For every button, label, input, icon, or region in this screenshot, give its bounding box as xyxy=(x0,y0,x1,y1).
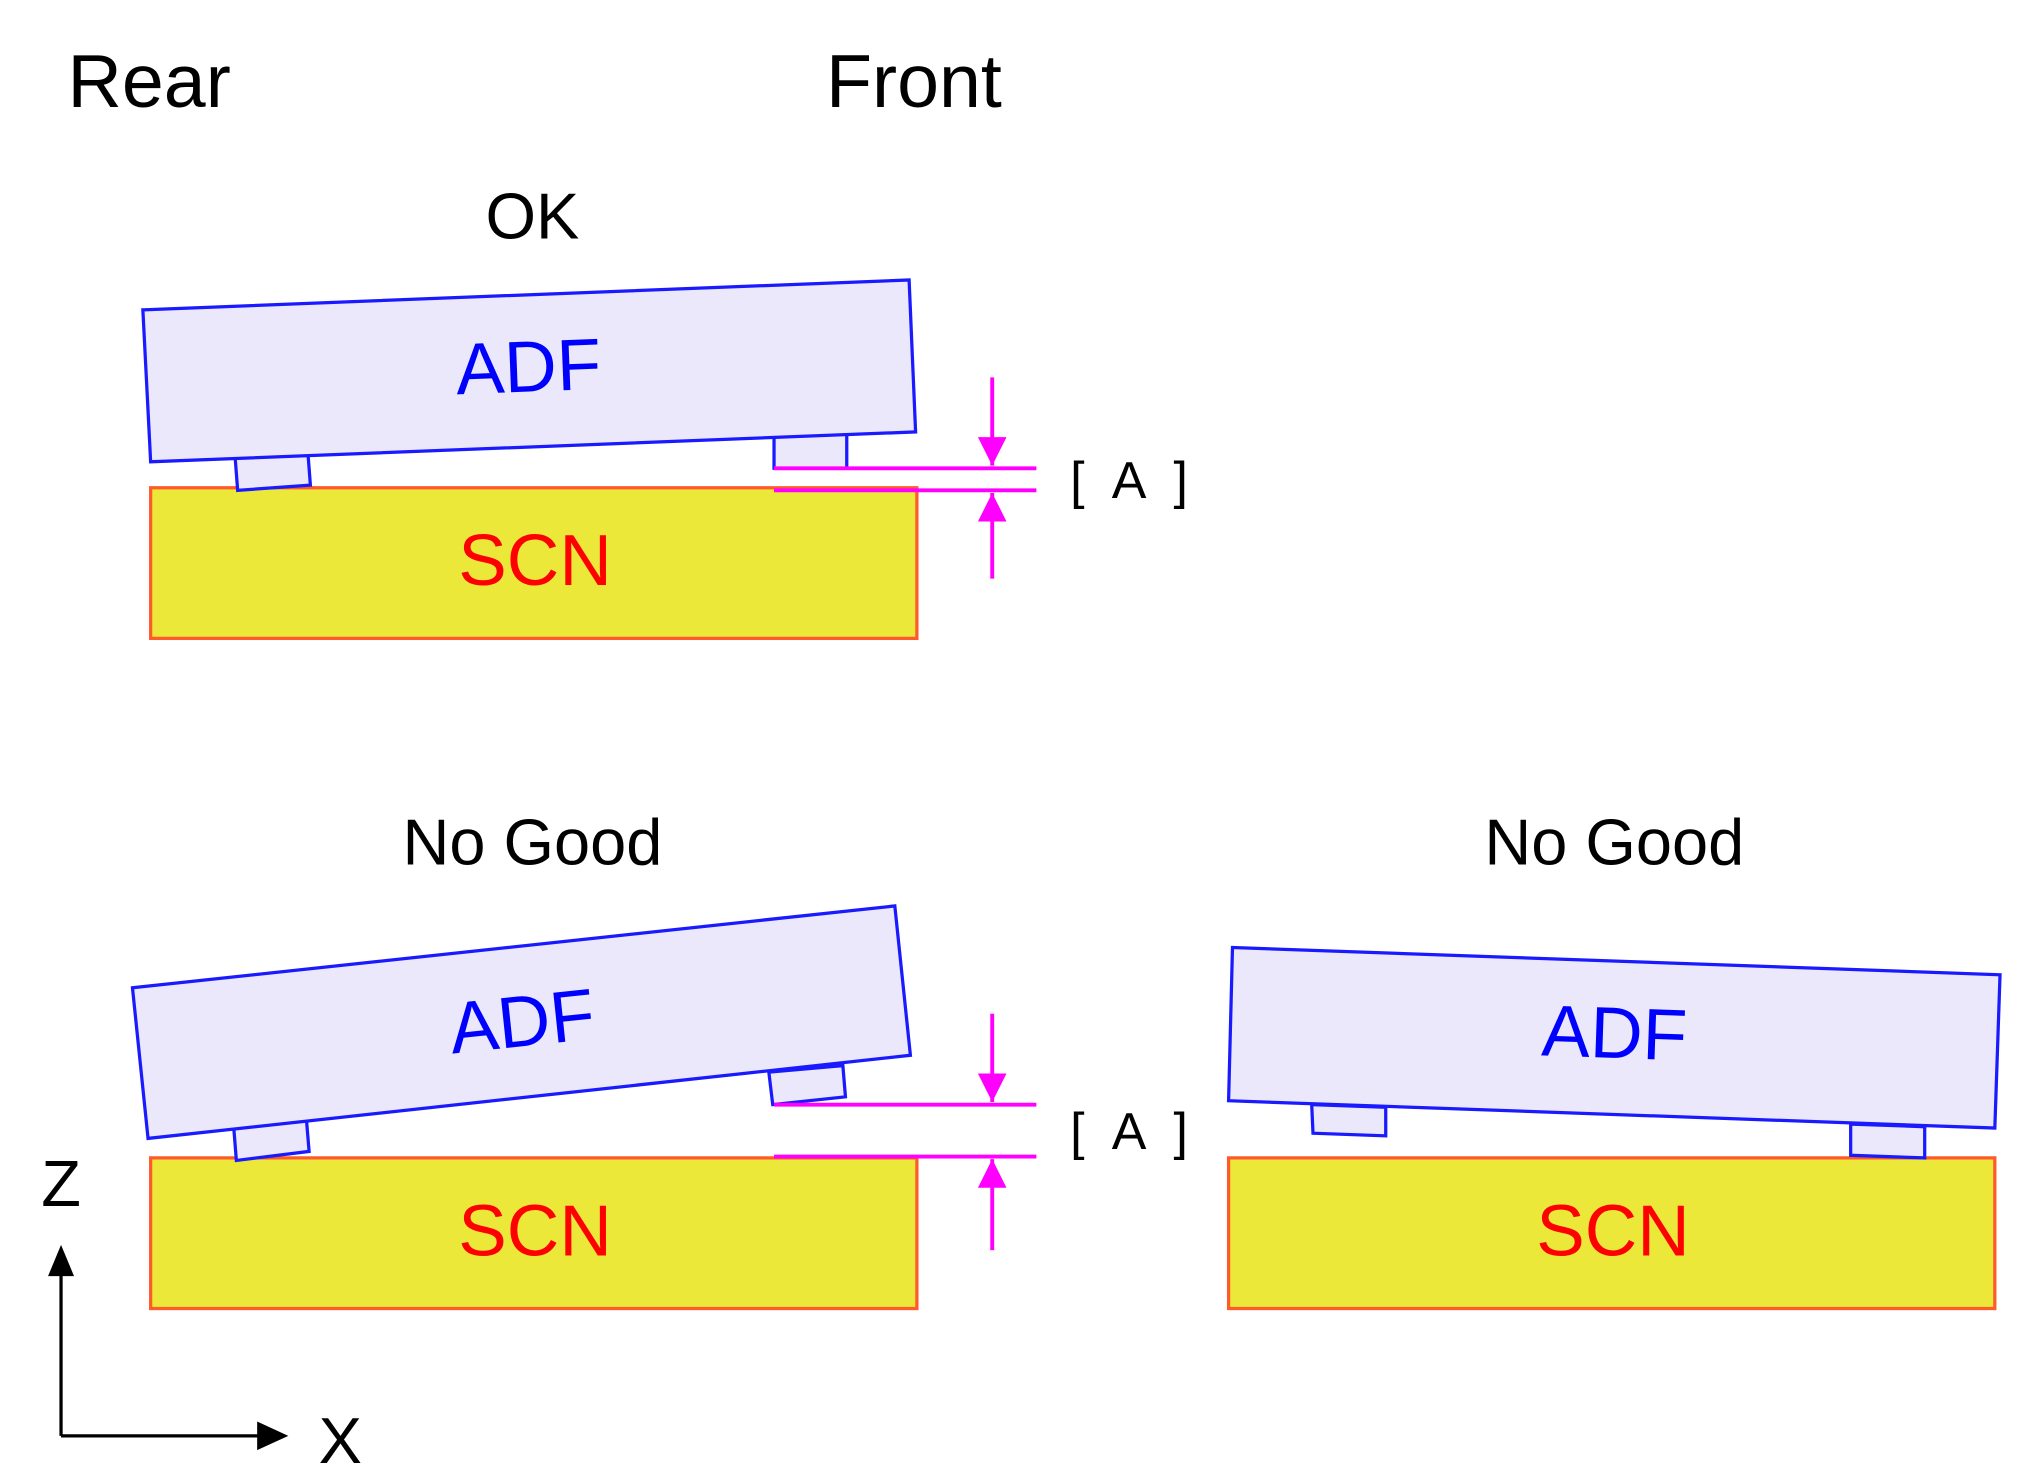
arrow-up-icon xyxy=(977,492,1007,522)
scn-block xyxy=(1226,1156,1997,1311)
panel-ok: OK SCN ADF [ A ] xyxy=(141,179,1196,641)
adf-front-foot xyxy=(1849,1122,1927,1160)
dimension-label: [ A ] xyxy=(1070,452,1196,510)
adf-label: ADF xyxy=(445,974,598,1070)
axis-x-label: X xyxy=(319,1404,362,1477)
adf-block xyxy=(130,904,913,1141)
arrow-up-icon xyxy=(977,1159,1007,1188)
scn-block xyxy=(149,1156,919,1311)
panel-caption: No Good xyxy=(403,805,663,878)
adf-block xyxy=(141,278,918,464)
dimension-label: [ A ] xyxy=(1070,1103,1196,1161)
panel-caption: OK xyxy=(486,179,580,252)
arrow-down-icon xyxy=(977,1073,1007,1103)
front-label: Front xyxy=(826,39,1002,123)
axis-z-label: Z xyxy=(41,1147,81,1220)
adf-rear-foot xyxy=(1310,1102,1388,1138)
panel-caption: No Good xyxy=(1484,805,1744,878)
adf-label: ADF xyxy=(454,324,602,411)
arrow-down-icon xyxy=(977,437,1007,466)
axis-indicator: Z X xyxy=(41,1147,362,1477)
scn-label: SCN xyxy=(1536,1190,1690,1271)
adf-block xyxy=(1226,945,2002,1130)
panel-no-good-front-high: No Good SCN ADF [ A ] xyxy=(130,805,1196,1311)
scn-label: SCN xyxy=(458,520,612,601)
arrow-right-icon xyxy=(257,1421,289,1451)
scn-label: SCN xyxy=(458,1190,612,1271)
arrow-up-icon xyxy=(48,1244,75,1277)
adf-front-foot xyxy=(767,1063,848,1107)
adf-label: ADF xyxy=(1540,990,1688,1076)
panel-no-good-rear-high: No Good SCN ADF xyxy=(1226,805,2002,1311)
rear-label: Rear xyxy=(68,39,231,123)
scn-block xyxy=(149,486,919,641)
